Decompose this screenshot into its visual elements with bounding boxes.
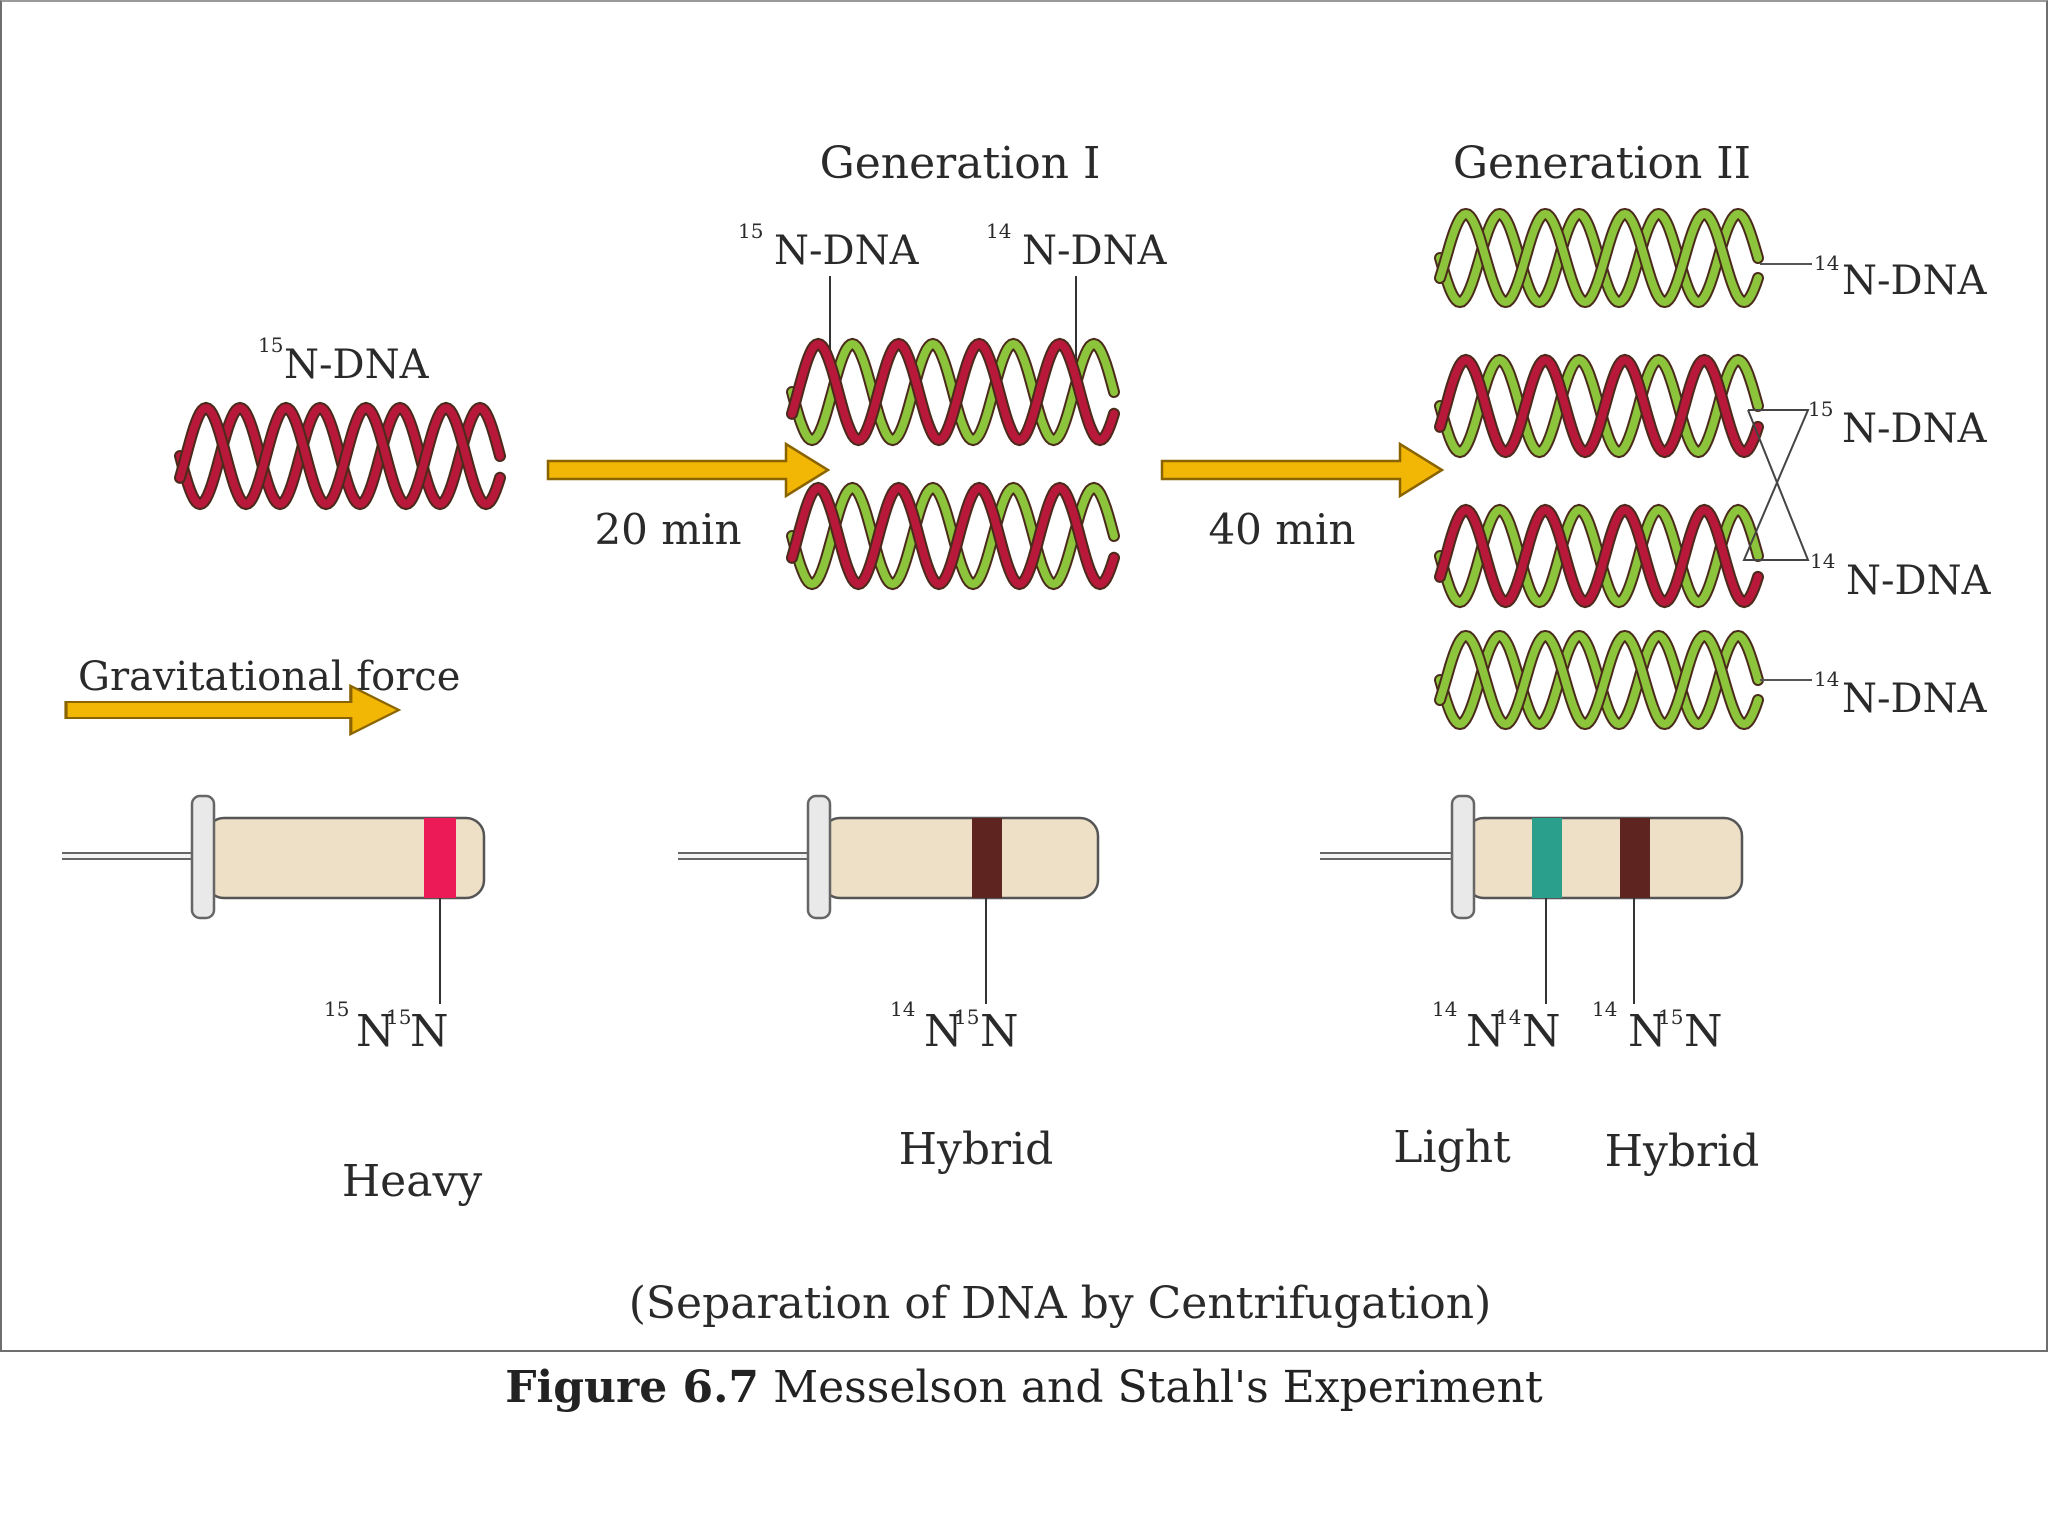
experiment-diagram: Generation I Generation II 15 N-DNA 15 N…: [62, 138, 1992, 1329]
gen2-label-2-text: N-DNA: [1842, 406, 1988, 452]
gen2-label-3-isotope: 14: [1810, 549, 1835, 573]
tube-gen2-body: [1464, 816, 1744, 900]
gen2-label-1-text: N-DNA: [1842, 258, 1988, 304]
gen2-label-2-isotope: 15: [1808, 397, 1833, 421]
tube-gen2-band-hybrid: [1620, 818, 1650, 898]
arrow-20-label: 20 min: [594, 505, 741, 554]
tube-hybrid-cap: [806, 794, 832, 920]
arrow-40-label: 40 min: [1208, 505, 1355, 554]
band-label-heavy: 15 N 15 N: [324, 997, 449, 1057]
band-label-hybrid-base2: N: [980, 1006, 1019, 1057]
density-label-heavy: Heavy: [342, 1156, 483, 1207]
band-label-heavy-sup2: 15: [386, 1005, 411, 1029]
band-label-hybrid-sup1: 14: [890, 997, 915, 1021]
band-label-light-sup1: 14: [1432, 997, 1457, 1021]
gen2-label-1: 14 N-DNA: [1814, 251, 1988, 304]
figure-title: Messelson and Stahl's Experiment: [773, 1362, 1543, 1413]
gen1-label-left: 15 N-DNA: [738, 219, 920, 274]
band-label-heavy-base1: N: [356, 1006, 395, 1057]
heavy-dna-text: N-DNA: [284, 342, 430, 388]
helix-gen2-hybrid-top-strand-b: [1436, 355, 1762, 457]
band-label-light-sup2: 14: [1496, 1005, 1521, 1029]
tube-hybrid: [678, 794, 1100, 1004]
band-label-heavy-sup1: 15: [324, 997, 349, 1021]
heavy-dna-label: 15 N-DNA: [258, 333, 430, 388]
band-label-hybrid-sup2: 15: [954, 1005, 979, 1029]
density-label-light: Light: [1393, 1122, 1511, 1173]
density-label-gen2-hybrid: Hybrid: [1605, 1126, 1760, 1177]
tube-hybrid-body: [820, 816, 1100, 900]
helix-group: [174, 207, 1764, 731]
density-label-hybrid: Hybrid: [899, 1124, 1054, 1175]
gen2-label-3-text: N-DNA: [1846, 558, 1992, 604]
helix-heavy-strand-b: [176, 403, 504, 509]
gen1-label-right: 14 N-DNA: [986, 219, 1168, 274]
band-label-gen2-hybrid-sup2: 15: [1658, 1005, 1683, 1029]
band-label-light: 14 N 14 N: [1432, 997, 1561, 1057]
helix-gen1-top-strand-b: [788, 339, 1118, 445]
tube-heavy: [62, 794, 486, 1004]
gen2-label-1-isotope: 14: [1814, 251, 1839, 275]
gen1-label-left-text: N-DNA: [774, 228, 920, 274]
band-label-gen2-hybrid-base2: N: [1684, 1006, 1723, 1057]
gravity-label: Gravitational force: [78, 654, 460, 700]
band-label-gen2-hybrid-base1: N: [1628, 1006, 1667, 1057]
generation-1-title: Generation I: [820, 138, 1101, 189]
helix-gen1-bottom-strand-b: [788, 483, 1118, 589]
gen2-label-3: 14 N-DNA: [1810, 549, 1992, 604]
gen2-label-2: 15 N-DNA: [1808, 397, 1988, 452]
tube-gen2-band-light: [1532, 818, 1562, 898]
band-label-gen2-hybrid: 14 N 15 N: [1592, 997, 1723, 1057]
gen2-leader-cross: [1742, 409, 1810, 561]
tube-hybrid-band: [972, 818, 1002, 898]
arrow-40-min: [1160, 442, 1444, 498]
gen2-label-4: 14 N-DNA: [1814, 667, 1988, 722]
tube-heavy-cap: [190, 794, 216, 920]
figure-number: Figure 6.7: [505, 1362, 760, 1413]
gen2-label-4-isotope: 14: [1814, 667, 1839, 691]
helix-gen2-hybrid-bottom-strand-b: [1436, 505, 1762, 607]
figure-caption: Figure 6.7 Messelson and Stahl's Experim…: [0, 1352, 2048, 1424]
gen2-label-4-text: N-DNA: [1842, 676, 1988, 722]
tube-gen2-cap: [1450, 794, 1476, 920]
helix-gen2-light-bottom-strand-b: [1436, 631, 1762, 729]
tube-gen2: [1320, 794, 1744, 1004]
tube-heavy-band: [424, 818, 456, 898]
figure-panel: [0, 0, 2048, 1352]
gravity-arrow: [64, 683, 402, 737]
band-label-heavy-base2: N: [410, 1006, 449, 1057]
helix-gen2-light-top-strand-b: [1436, 209, 1762, 307]
band-label-hybrid: 14 N 15 N: [890, 997, 1019, 1057]
gen1-label-right-isotope: 14: [986, 219, 1011, 243]
gen1-label-left-isotope: 15: [738, 219, 763, 243]
band-label-gen2-hybrid-sup1: 14: [1592, 997, 1617, 1021]
gen1-label-right-text: N-DNA: [1022, 228, 1168, 274]
subcaption: (Separation of DNA by Centrifugation): [629, 1278, 1492, 1329]
heavy-dna-isotope: 15: [258, 333, 283, 357]
band-label-hybrid-base1: N: [924, 1006, 963, 1057]
band-label-light-base2: N: [1522, 1006, 1561, 1057]
arrow-20-min: [546, 442, 830, 498]
generation-2-title: Generation II: [1453, 138, 1751, 189]
band-label-light-base1: N: [1466, 1006, 1505, 1057]
